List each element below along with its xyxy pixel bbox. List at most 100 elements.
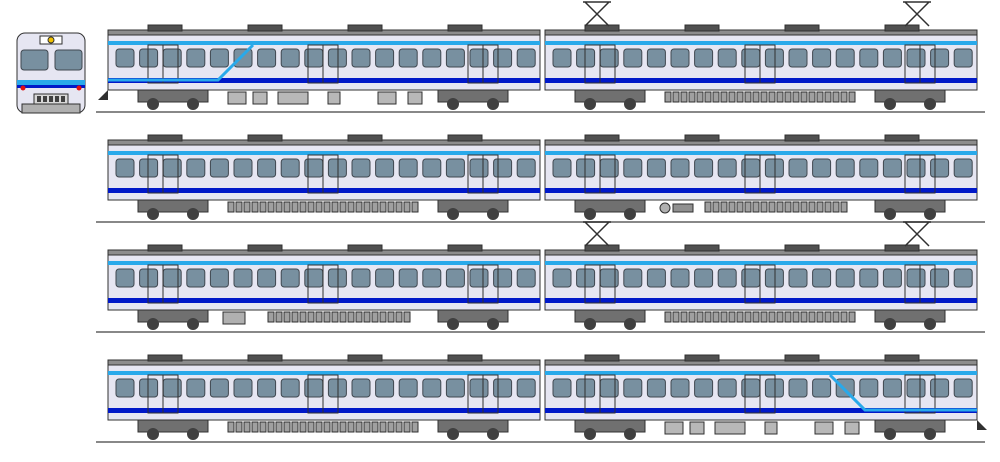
front-stripe-light	[17, 80, 85, 85]
car-window	[139, 48, 159, 68]
roof-ventilator	[684, 354, 720, 362]
car-window	[717, 48, 737, 68]
wheel	[147, 318, 159, 330]
car-window	[375, 48, 395, 68]
roof-ventilator	[347, 244, 383, 252]
car-window	[930, 158, 950, 178]
car-window	[186, 158, 206, 178]
car-window	[812, 378, 832, 398]
resistor-grid	[712, 91, 720, 103]
car-window	[646, 48, 666, 68]
car-window	[552, 268, 572, 288]
stripe-light	[108, 371, 540, 375]
car-window	[398, 378, 418, 398]
resistor-grid	[331, 421, 339, 433]
car-window	[623, 268, 643, 288]
resistor-grid	[776, 91, 784, 103]
resistor-grid	[720, 311, 728, 323]
roof-ventilator	[584, 244, 620, 252]
car-window	[694, 158, 714, 178]
car-window	[835, 48, 855, 68]
front-coupler-detail	[55, 96, 59, 102]
resistor-grid	[259, 201, 267, 213]
resistor-grid	[720, 201, 728, 213]
car-window	[812, 158, 832, 178]
car-window	[516, 158, 536, 178]
equipment-box	[814, 421, 834, 435]
car-window	[764, 48, 784, 68]
resistor-grid	[331, 311, 339, 323]
resistor-grid	[291, 421, 299, 433]
car-window	[516, 378, 536, 398]
car-window	[576, 378, 596, 398]
resistor-grid	[840, 311, 848, 323]
roof-ventilator	[247, 354, 283, 362]
stripe-light	[108, 261, 540, 265]
resistor-grid	[744, 311, 752, 323]
cab-stripe	[108, 43, 255, 82]
wheel	[487, 428, 499, 440]
resistor-grid	[664, 311, 672, 323]
resistor-grid	[251, 421, 259, 433]
resistor-grid	[696, 91, 704, 103]
car-3	[107, 134, 541, 220]
car-window	[859, 48, 879, 68]
car-window	[882, 48, 902, 68]
resistor-grid	[363, 311, 371, 323]
wheel	[447, 318, 459, 330]
resistor-grid	[776, 201, 784, 213]
resistor-grid	[395, 421, 403, 433]
wheel	[924, 318, 936, 330]
resistor-grid	[371, 201, 379, 213]
resistor-grid	[379, 311, 387, 323]
car-window	[327, 158, 347, 178]
resistor-grid	[339, 421, 347, 433]
resistor-grid	[227, 421, 235, 433]
resistor-grid	[816, 91, 824, 103]
resistor-grid	[355, 421, 363, 433]
car-window	[953, 158, 973, 178]
car-window	[351, 48, 371, 68]
resistor-grid	[235, 201, 243, 213]
roof-ventilator	[684, 134, 720, 142]
car-window	[882, 268, 902, 288]
car-window	[445, 158, 465, 178]
car-window	[375, 378, 395, 398]
resistor-grid	[840, 201, 848, 213]
car-window	[115, 158, 135, 178]
car-window	[882, 158, 902, 178]
formation-row	[96, 134, 985, 223]
car-1	[98, 24, 541, 110]
car-window	[280, 48, 300, 68]
resistor-grid	[744, 91, 752, 103]
car-window	[670, 48, 690, 68]
stripe-dark	[545, 408, 977, 413]
car-window	[469, 378, 489, 398]
car-4	[544, 134, 978, 220]
car-window	[516, 268, 536, 288]
car-window	[764, 378, 784, 398]
car-window	[835, 268, 855, 288]
equipment-box	[377, 91, 397, 105]
resistor-grid	[768, 311, 776, 323]
equipment-box	[689, 421, 705, 435]
resistor-grid	[736, 91, 744, 103]
resistor-grid	[760, 91, 768, 103]
resistor-grid	[704, 311, 712, 323]
resistor-grid	[672, 311, 680, 323]
wheel	[187, 428, 199, 440]
car-window	[115, 48, 135, 68]
car-window	[469, 268, 489, 288]
resistor-grid	[832, 311, 840, 323]
resistor-grid	[792, 201, 800, 213]
resistor-grid	[680, 311, 688, 323]
wheel	[147, 428, 159, 440]
resistor-grid	[347, 421, 355, 433]
car-window	[209, 158, 229, 178]
resistor-grid	[283, 201, 291, 213]
car-window	[646, 268, 666, 288]
resistor-grid	[323, 421, 331, 433]
stripe-light	[545, 41, 977, 45]
car-window	[422, 378, 442, 398]
formation-rows	[96, 1, 987, 443]
